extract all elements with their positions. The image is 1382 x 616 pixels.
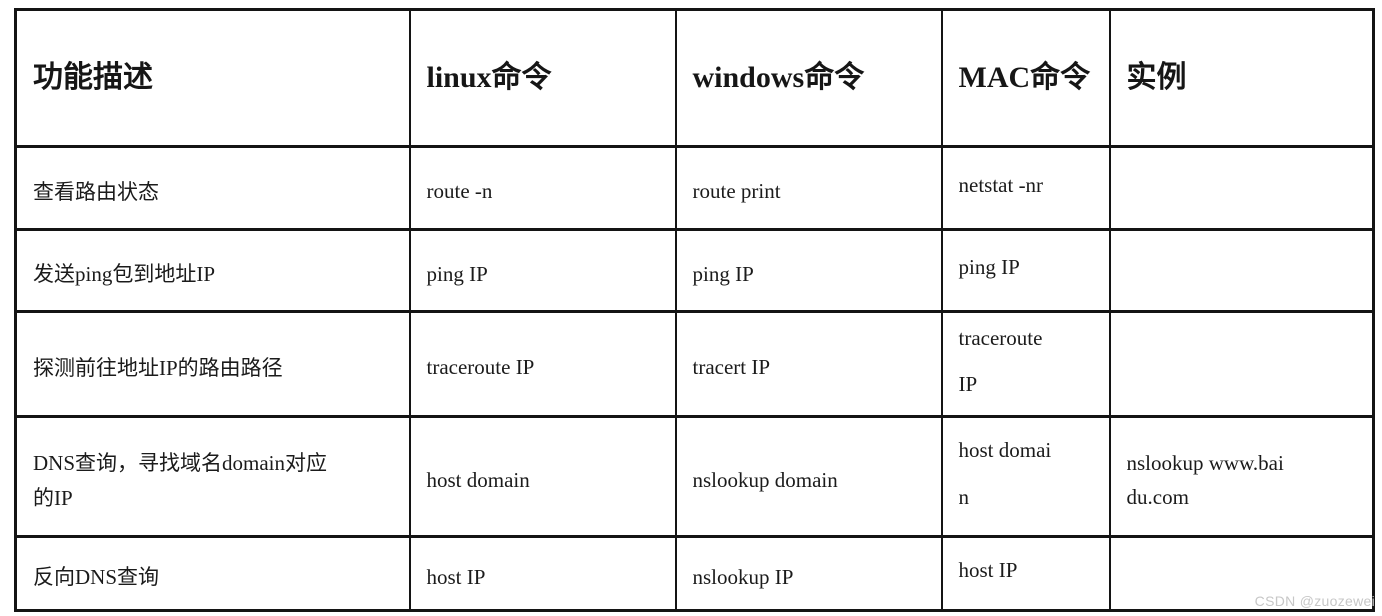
cell-example [1108,145,1375,231]
header-label-example: 实例 [1126,61,1187,94]
table-header-row: 功能描述 linux命令 windows命令 MAC命令 实例 [14,8,1375,148]
cell-example [1108,310,1375,418]
cell-linux-command: route -n [408,145,677,231]
watermark: CSDN @zuozewei [1254,593,1375,609]
cell-mac-command: host IP [940,535,1111,612]
feature-text: 查看路由状态 [33,179,159,204]
cell-linux-command: traceroute IP [408,310,677,418]
header-cell-example: 实例 [1108,8,1375,148]
header-label-feature: 功能描述 [33,61,153,94]
cell-example [1108,228,1375,313]
cell-windows-command: ping IP [674,228,943,313]
mac-command-text: ping IP [958,255,1020,280]
cell-windows-command: tracert IP [674,310,943,418]
header-cell-linux: linux命令 [408,8,677,148]
windows-command-text: route print [692,179,781,204]
windows-command-text: nslookup domain [692,467,838,492]
example-text: nslookup www.baidu.com [1126,450,1284,509]
cell-mac-command: host domain [940,415,1111,538]
cell-linux-command: ping IP [408,228,677,313]
feature-text: 反向DNS查询 [33,565,160,590]
header-label-linux: linux命令 [426,61,552,94]
feature-text: 探测前往地址IP的路由路径 [33,355,283,380]
cell-feature: 反向DNS查询 [14,535,411,612]
linux-command-text: traceroute IP [426,355,535,380]
cell-feature: 发送ping包到地址IP [14,228,411,313]
network-commands-table: 功能描述 linux命令 windows命令 MAC命令 实例 查看路由状态 r… [14,8,1375,612]
cell-linux-command: host IP [408,535,677,612]
header-label-mac: MAC命令 [958,61,1091,94]
windows-command-text: ping IP [692,261,754,286]
cell-windows-command: nslookup domain [674,415,943,538]
cell-linux-command: host domain [408,415,677,538]
table-row-reverse-dns: 反向DNS查询 host IP nslookup IP host IP [14,535,1375,612]
table-row-route-status: 查看路由状态 route -n route print netstat -nr [14,145,1375,231]
cell-mac-command: ping IP [940,228,1111,313]
windows-command-text: nslookup IP [692,564,794,589]
mac-command-text: host domain [958,438,1052,509]
cell-feature: 查看路由状态 [14,145,411,231]
mac-command-text: netstat -nr [958,172,1044,197]
linux-command-text: host domain [426,467,530,492]
table-row-ping: 发送ping包到地址IP ping IP ping IP ping IP [14,228,1375,313]
feature-text: 发送ping包到地址IP [33,262,216,287]
header-cell-windows: windows命令 [674,8,943,148]
linux-command-text: route -n [426,179,493,204]
mac-command-text: host IP [958,558,1018,583]
cell-mac-command: netstat -nr [940,145,1111,231]
mac-command-text: traceroute IP [958,325,1043,396]
cell-example [1108,535,1375,612]
windows-command-text: tracert IP [692,355,771,380]
linux-command-text: host IP [426,564,486,589]
header-cell-feature: 功能描述 [14,8,411,148]
cell-feature: DNS查询，寻找域名domain对应的IP [14,415,411,538]
table-row-dns-lookup: DNS查询，寻找域名domain对应的IP host domain nslook… [14,415,1375,538]
cell-example: nslookup www.baidu.com [1108,415,1375,538]
header-cell-mac: MAC命令 [940,8,1111,148]
table-row-traceroute: 探测前往地址IP的路由路径 traceroute IP tracert IP t… [14,310,1375,418]
linux-command-text: ping IP [426,261,488,286]
cell-mac-command: traceroute IP [940,310,1111,418]
feature-text: DNS查询，寻找域名domain对应的IP [33,450,327,510]
cell-feature: 探测前往地址IP的路由路径 [14,310,411,418]
cell-windows-command: route print [674,145,943,231]
header-label-windows: windows命令 [692,61,865,94]
cell-windows-command: nslookup IP [674,535,943,612]
